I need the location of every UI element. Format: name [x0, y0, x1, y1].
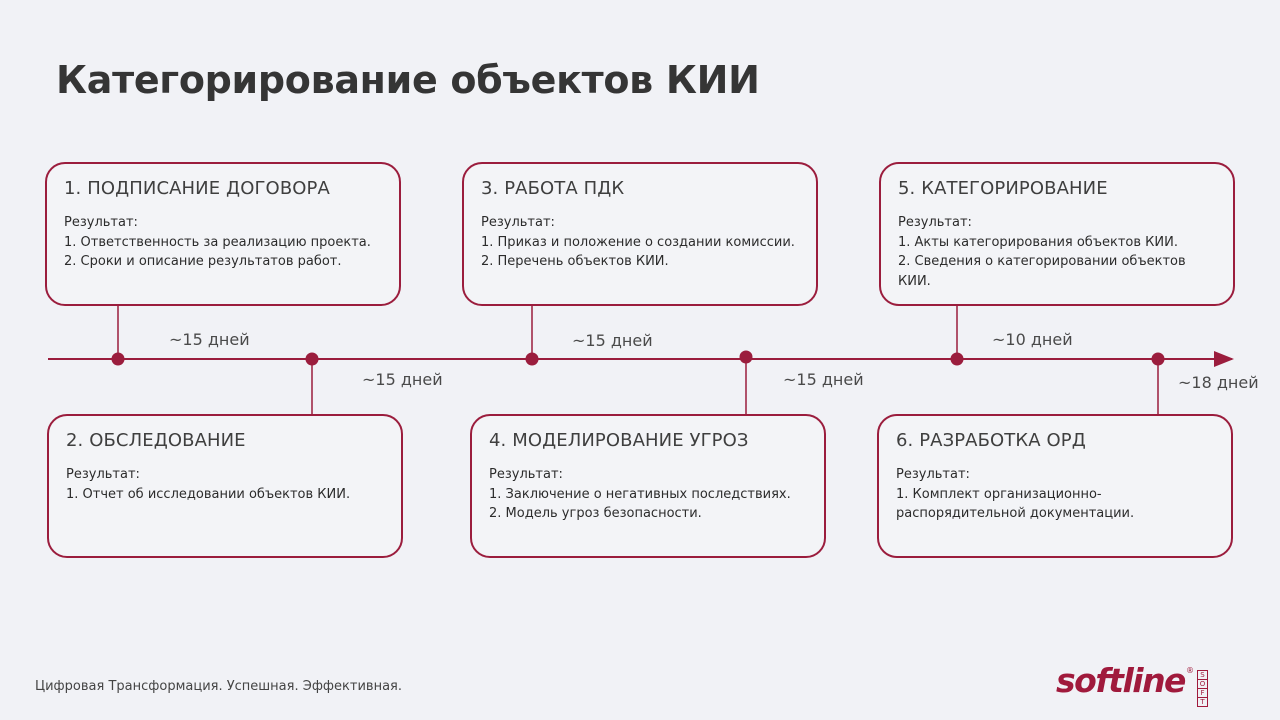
result-label: Результат: [64, 215, 138, 230]
result-line: 2. Модель угроз безопасности. [489, 506, 702, 521]
result-line: 1. Отчет об исследовании объектов КИИ. [66, 486, 351, 502]
duration-label-1: ~15 дней [169, 330, 250, 349]
result-label: Результат: [66, 467, 140, 482]
logo-wordmark: softline [1056, 661, 1186, 700]
logo-soft-letter: T [1200, 698, 1205, 706]
result-line: 1. Заключение о негативных последствиях. [489, 486, 791, 502]
milestone-dot-1 [111, 352, 125, 366]
logo-soft-letter: F [1197, 689, 1207, 698]
step-title: 1. ПОДПИСАНИЕ ДОГОВОРА [64, 178, 330, 199]
milestone-dot-4 [739, 350, 753, 364]
step-box-1: 1. ПОДПИСАНИЕ ДОГОВОРА Результат: 1. Отв… [45, 162, 401, 306]
footer-tagline: Цифровая Трансформация. Успешная. Эффект… [35, 679, 402, 694]
step-box-3: 3. РАБОТА ПДК Результат: 1. Приказ и пол… [462, 162, 818, 306]
result-label: Результат: [489, 467, 563, 482]
logo-registered-mark: ® [1185, 666, 1194, 675]
step-title: 5. КАТЕГОРИРОВАНИЕ [898, 178, 1108, 199]
milestone-dot-2 [305, 352, 319, 366]
step-box-2: 2. ОБСЛЕДОВАНИЕ Результат: 1. Отчет об и… [47, 414, 403, 558]
duration-label-3: ~15 дней [572, 331, 653, 350]
timeline [48, 304, 1234, 414]
duration-label-5: ~10 дней [992, 330, 1073, 349]
duration-label-4: ~15 дней [783, 370, 864, 389]
result-label: Результат: [898, 215, 972, 230]
softline-logo: softline ® S O F T [1056, 664, 1208, 707]
step-title: 6. РАЗРАБОТКА ОРД [896, 430, 1086, 451]
result-line: 1. Комплект организационно-распорядитель… [896, 486, 1135, 522]
milestone-dot-3 [525, 352, 539, 366]
step-box-5: 5. КАТЕГОРИРОВАНИЕ Результат: 1. Акты ка… [879, 162, 1235, 306]
step-box-4: 4. МОДЕЛИРОВАНИЕ УГРОЗ Результат: 1. Зак… [470, 414, 826, 558]
step-title: 4. МОДЕЛИРОВАНИЕ УГРОЗ [489, 430, 749, 451]
result-line: 1. Акты категорирования объектов КИИ. [898, 234, 1178, 250]
logo-soft-letter: O [1197, 680, 1207, 689]
step-title: 3. РАБОТА ПДК [481, 178, 625, 199]
logo-soft-stack: S O F T [1196, 670, 1208, 707]
result-line: 2. Сроки и описание результатов работ. [64, 254, 342, 269]
result-label: Результат: [896, 467, 970, 482]
step-title: 2. ОБСЛЕДОВАНИЕ [66, 430, 246, 451]
duration-label-2: ~15 дней [362, 370, 443, 389]
result-line: 2. Перечень объектов КИИ. [481, 254, 669, 269]
step-box-6: 6. РАЗРАБОТКА ОРД Результат: 1. Комплект… [877, 414, 1233, 558]
result-line: 2. Сведения о категорировании объектов К… [898, 254, 1186, 289]
milestone-dot-6 [1151, 352, 1165, 366]
result-line: 1. Ответственность за реализацию проекта… [64, 234, 371, 250]
duration-label-6: ~18 дней [1178, 373, 1259, 392]
page-title: Категорирование объектов КИИ [56, 58, 760, 102]
process-diagram: 1. ПОДПИСАНИЕ ДОГОВОРА Результат: 1. Отв… [0, 150, 1280, 570]
milestone-dot-5 [950, 352, 964, 366]
logo-soft-letter: S [1197, 671, 1207, 680]
result-label: Результат: [481, 215, 555, 230]
result-line: 1. Приказ и положение о создании комисси… [481, 234, 795, 250]
